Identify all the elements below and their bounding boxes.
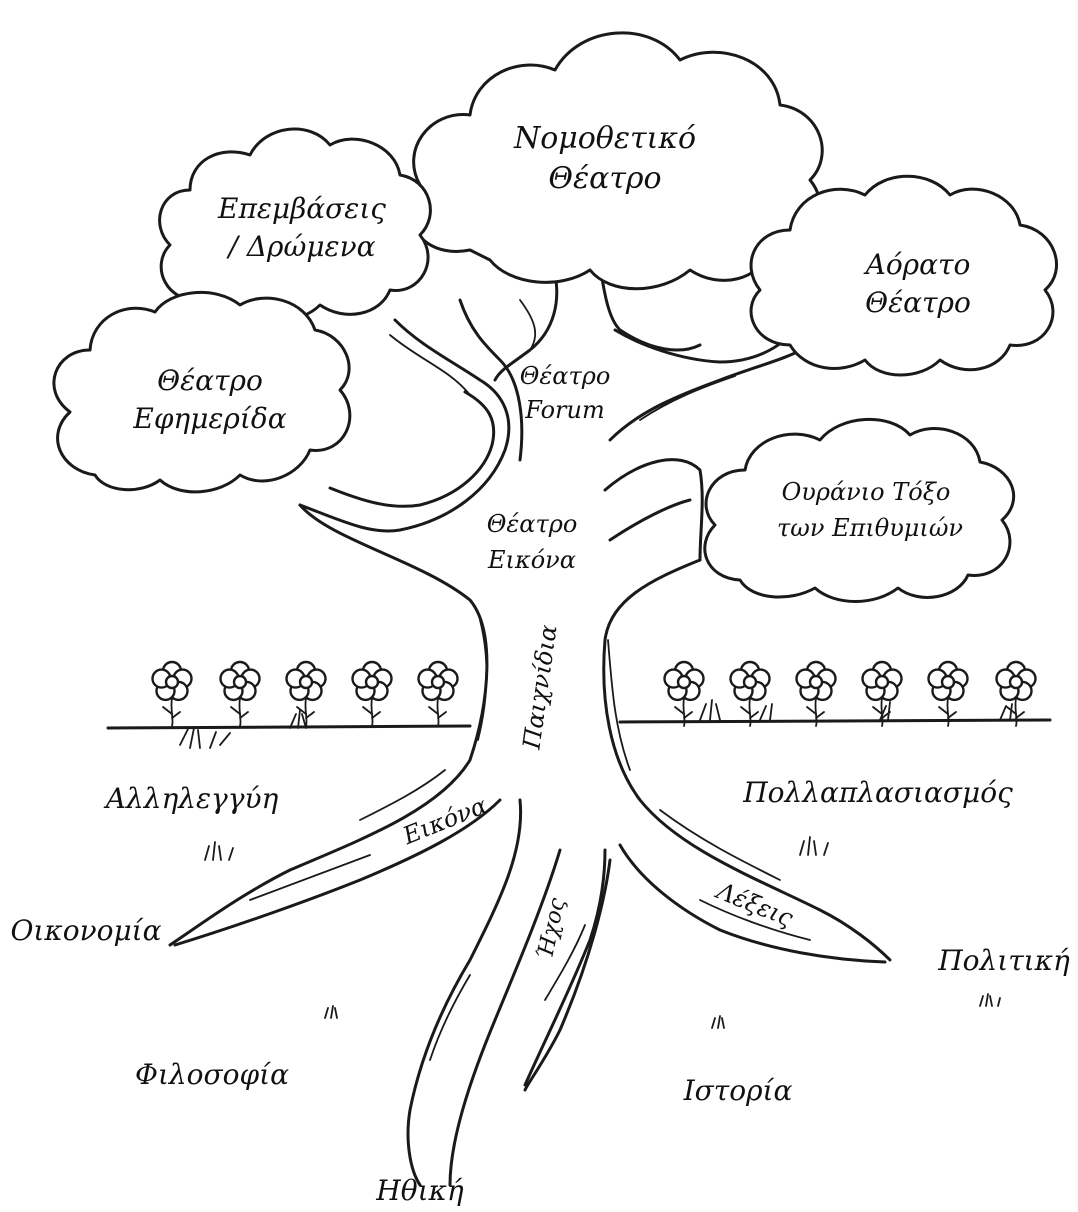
ground-label-filosofia: Φιλοσοφία	[135, 1058, 289, 1091]
trunk-label-eikona-line2: Εικόνα	[487, 546, 576, 574]
tree-trunk	[168, 503, 892, 1187]
flower-row	[151, 660, 1037, 727]
cloud-label-epemvaseis-line2: / Δρώμενα	[226, 230, 376, 263]
ground-line-right	[618, 718, 1052, 724]
cloud-label-aorato-line1: Αόρατο	[863, 248, 971, 281]
ground-line-left	[106, 724, 472, 730]
cloud-label-efimerida-line1: Θέατρο	[157, 364, 263, 397]
tree-branches	[298, 263, 812, 562]
ground-label-pollaplasiasmos: Πολλαπλασιασμός	[742, 776, 1013, 809]
cloud-label-ouranio-line2: των Επιθυμιών	[777, 514, 963, 542]
ground-label-ithiki: Ηθική	[375, 1174, 464, 1207]
flower-icon	[861, 660, 903, 727]
flower-icon	[417, 660, 459, 727]
cloud-label-epemvaseis-line1: Επεμβάσεις	[217, 192, 386, 225]
flower-icon	[663, 660, 705, 727]
cloud-ouranio	[703, 417, 1015, 603]
flower-icon	[927, 660, 969, 727]
cloud-label-aorato-line2: Θέατρο	[865, 286, 971, 319]
flower-icon	[285, 660, 327, 727]
cloud-epemvaseis	[158, 127, 432, 322]
flower-icon	[995, 660, 1037, 727]
cloud-label-ouranio-line1: Ουράνιο Τόξο	[782, 478, 951, 506]
root-label-ixos: Ήχος	[533, 895, 570, 961]
cloud-label-nomothetiko-line2: Θέατρο	[548, 161, 661, 196]
flower-icon	[351, 660, 393, 727]
ground-label-politiki: Πολιτική	[937, 944, 1070, 977]
ground-label-allilegyi: Αλληλεγγύη	[103, 782, 279, 815]
trunk-label-paixnidia: Παιχνίδια	[517, 623, 562, 752]
ground-label-oikonomia: Οικονομία	[10, 914, 161, 947]
flower-icon	[151, 660, 193, 727]
cloud-aorato	[749, 174, 1058, 377]
flower-icon	[219, 660, 261, 727]
cloud-label-efimerida-line2: Εφημερίδα	[132, 402, 286, 435]
trunk-label-forum-line1: Θέατρο	[520, 362, 611, 390]
flower-icon	[729, 660, 771, 727]
trunk-label-forum-line2: Forum	[524, 396, 604, 424]
trunk-label-eikona-line1: Θέατρο	[487, 510, 578, 538]
cloud-efimerida	[52, 290, 352, 494]
ground-label-istoria: Ιστορία	[683, 1074, 793, 1107]
flower-icon	[795, 660, 837, 727]
cloud-label-nomothetiko-line1: Νομοθετικό	[513, 121, 696, 156]
cloud-nomothetiko	[408, 31, 824, 291]
grass-tufts	[179, 699, 1013, 1029]
